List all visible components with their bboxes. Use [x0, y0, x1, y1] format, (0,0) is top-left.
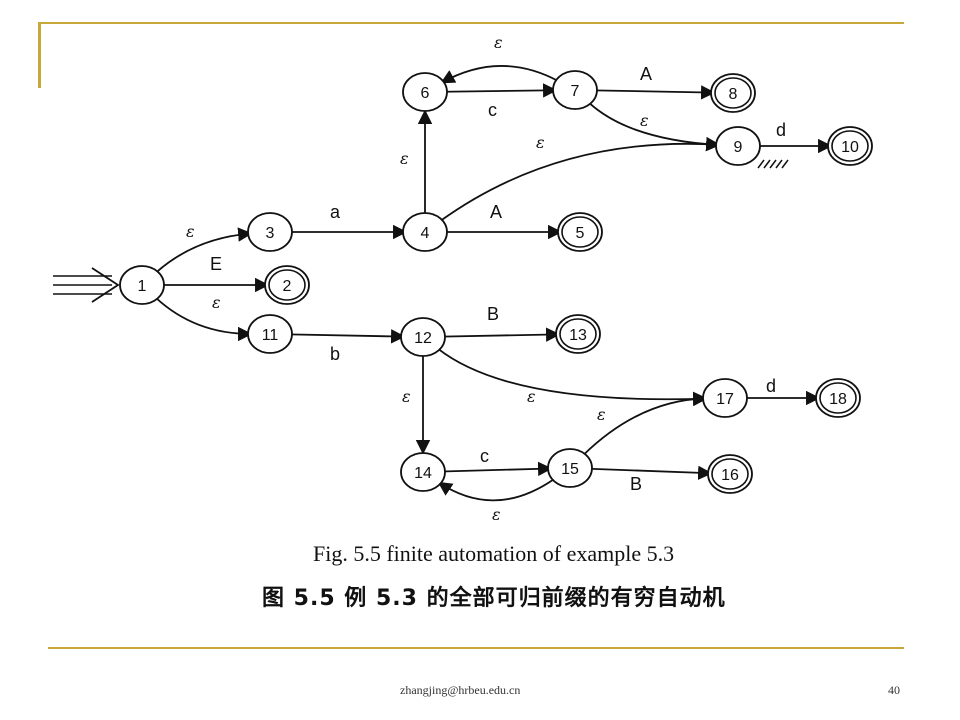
transition-label-15-to-16: B [630, 474, 642, 494]
state-9: 9 [715, 126, 761, 166]
state-label-2: 2 [283, 278, 292, 295]
state-label-6: 6 [421, 85, 430, 102]
left-accent-rule [38, 22, 41, 88]
state-12: 12 [400, 317, 446, 357]
transition-15-to-16 [588, 465, 713, 480]
state-1: 1 [119, 265, 165, 305]
transition-label-3-to-4: a [330, 202, 341, 222]
state-8: 8 [710, 73, 756, 113]
transition-4-to-9 [439, 136, 721, 222]
state-label-14: 14 [414, 465, 432, 482]
transition-label-7-to-9: ε [640, 111, 649, 130]
transition-14-to-15 [441, 461, 553, 477]
figure-caption-chinese: 图 5.5 例 5.3 的全部可归前缀的有穷自动机 [262, 586, 726, 611]
transition-label-1-to-2: E [210, 254, 222, 274]
transition-label-15-to-14: ε [492, 505, 501, 524]
transition-label-12-to-13: B [487, 304, 499, 324]
state-label-5: 5 [576, 225, 585, 242]
state-3: 3 [247, 212, 293, 252]
state-10: 10 [827, 126, 873, 166]
transition-11-to-12 [288, 329, 406, 344]
transition-label-1-to-3: ε [186, 222, 195, 241]
state-label-7: 7 [571, 83, 580, 100]
transition-label-15-to-17: ε [597, 405, 606, 424]
transition-label-7-to-6: ε [494, 33, 503, 52]
transition-7-to-9 [588, 102, 721, 152]
transition-12-to-17 [437, 347, 708, 407]
figure-caption-english: Fig. 5.5 finite automation of example 5.… [313, 541, 675, 566]
state-label-10: 10 [841, 139, 859, 156]
transition-label-17-to-18: d [766, 376, 776, 396]
transitions-layer [155, 65, 833, 502]
transition-label-4-to-6: ε [400, 149, 409, 168]
state-label-4: 4 [421, 225, 430, 242]
state-7: 7 [552, 70, 598, 110]
transition-label-12-to-14: ε [402, 387, 411, 406]
transition-6-to-7 [443, 83, 558, 98]
state-label-13: 13 [569, 327, 587, 344]
state-label-17: 17 [716, 391, 734, 408]
state-label-8: 8 [729, 86, 738, 103]
transition-15-to-17 [583, 391, 708, 456]
transition-7-to-8 [593, 85, 716, 100]
hatch-mark [757, 159, 789, 169]
transition-label-7-to-8: A [640, 64, 652, 84]
state-13: 13 [555, 314, 601, 354]
transition-label-4-to-5: A [490, 202, 502, 222]
transition-label-14-to-15: c [480, 446, 489, 466]
transition-15-to-14 [437, 478, 555, 502]
transition-label-6-to-7: c [488, 100, 497, 120]
state-4: 4 [402, 212, 448, 252]
state-2: 2 [264, 265, 310, 305]
state-label-11: 11 [262, 327, 279, 344]
transition-label-9-to-10: d [776, 120, 786, 140]
transition-label-11-to-12: b [330, 344, 340, 364]
state-label-16: 16 [721, 467, 739, 484]
state-11: 11 [247, 314, 293, 354]
transition-label-4-to-9: ε [536, 133, 545, 152]
state-14: 14 [400, 452, 446, 492]
state-label-15: 15 [561, 461, 579, 478]
state-label-1: 1 [138, 278, 147, 295]
state-label-12: 12 [414, 330, 432, 347]
transition-1-to-11 [155, 297, 253, 342]
transition-12-to-13 [441, 327, 561, 342]
start-arrow [53, 267, 120, 303]
state-16: 16 [707, 454, 753, 494]
state-15: 15 [547, 448, 593, 488]
transition-1-to-3 [155, 227, 253, 274]
top-accent-rule [38, 22, 904, 24]
bottom-accent-rule [48, 647, 904, 649]
state-label-3: 3 [266, 225, 275, 242]
state-17: 17 [702, 378, 748, 418]
transition-label-12-to-17: ε [527, 387, 536, 406]
transition-7-to-6 [440, 65, 559, 84]
state-5: 5 [557, 212, 603, 252]
transition-label-1-to-11: ε [212, 293, 221, 312]
state-18: 18 [815, 378, 861, 418]
state-label-9: 9 [734, 139, 743, 156]
footer-email: zhangjing@hrbeu.edu.cn [400, 683, 521, 697]
page-number: 40 [888, 683, 900, 697]
state-6: 6 [402, 72, 448, 112]
state-label-18: 18 [829, 391, 847, 408]
